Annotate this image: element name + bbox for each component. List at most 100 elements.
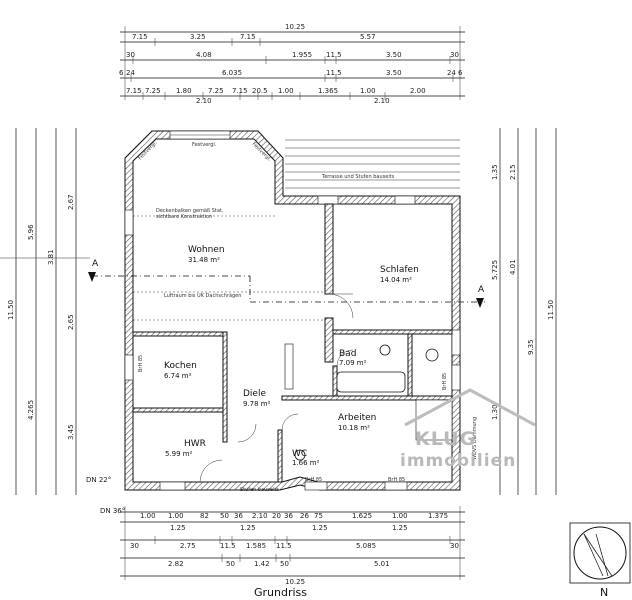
- dim-bot-r3-5: 11.5: [276, 542, 292, 550]
- dim-top-r4-6: 24: [447, 69, 456, 77]
- note-decken2: sichtbare Konstruktion: [156, 214, 212, 220]
- dim-top-r4-4: 11.5: [326, 69, 342, 77]
- dim-bot-r1-12: 1.00: [392, 512, 408, 520]
- dim-right-total: 11.50: [547, 300, 555, 320]
- dim-bot-r3-1: 30: [130, 542, 139, 550]
- note-luftraum: Luftraum bis UK Dachschrägen: [164, 293, 241, 299]
- top-dimensions: 10.25 7.15 3.25 7.15 5.57 30 4.08 1.955 …: [119, 23, 465, 105]
- dim-top-r5-10: 2.00: [410, 87, 426, 95]
- dim-bot-r3-7: 30: [450, 542, 459, 550]
- dim-top-r3-3: 1.955: [292, 51, 312, 59]
- room-wc-area: 1.66 m²: [292, 459, 320, 467]
- interior-walls: [132, 203, 453, 483]
- dim-bot-r1-4: 50: [220, 512, 229, 520]
- note-stufen: Stufen bauseits: [240, 487, 279, 493]
- note-brh-kochen: BrH 85: [138, 355, 144, 372]
- dim-bot-r1-9: 26: [300, 512, 309, 520]
- dim-right-b: 1.35: [491, 164, 499, 180]
- bath-fixtures: [284, 343, 453, 461]
- dim-bot-r2-2: 1.25: [240, 524, 256, 532]
- room-schlafen-name: Schlafen: [380, 265, 419, 275]
- note-brh-arb: BrH 85: [388, 477, 405, 483]
- dim-right-a: 4.01: [509, 259, 517, 275]
- dim-top-r3-1: 30: [126, 51, 135, 59]
- dim-top-r4-1: 6: [119, 69, 124, 77]
- section-a-right: A: [478, 285, 485, 295]
- dim-top-r2-4: 5.57: [360, 33, 376, 41]
- dim-top-r4-7: 6: [458, 69, 463, 77]
- dim-bot-r2-3: 1.25: [312, 524, 328, 532]
- section-arrow-left: [88, 272, 96, 282]
- windows: [124, 130, 461, 491]
- logo-watermark: KLUG immobilien: [400, 388, 536, 471]
- dim-top-r5-7: 1.00: [278, 87, 294, 95]
- dim-top-r3-4: 11.5: [326, 51, 342, 59]
- beam-lines: [133, 215, 325, 321]
- room-hwr-name: HWR: [184, 439, 206, 449]
- left-dimensions: 11.50 5.96 4.265 3.81 2.67 2.65 3.45: [7, 128, 77, 495]
- dim-left-d: 2.67: [67, 194, 75, 210]
- dim-left-b: 4.265: [27, 400, 35, 420]
- dim-bot-r4-3: 1.42: [254, 560, 270, 568]
- logo-line2: immobilien: [400, 451, 516, 471]
- dim-bot-total: 10.25: [285, 578, 305, 586]
- note-decken: Deckenbalken gemäß Stat.: [156, 208, 224, 214]
- dim-bot-r1-5: 36: [234, 512, 243, 520]
- dim-top-r3-5: 3.50: [386, 51, 402, 59]
- dim-bot-r4-4: 50: [280, 560, 289, 568]
- dim-bot-r4-5: 5.01: [374, 560, 390, 568]
- dim-left-total: 11.50: [7, 300, 15, 320]
- note-brh-wc: BrH 85: [305, 477, 322, 483]
- dim-top-r3-6: 30: [450, 51, 459, 59]
- room-kochen-name: Kochen: [164, 361, 197, 371]
- dim-bot-r1-8: 36: [284, 512, 293, 520]
- dim-right-d: 1.30: [491, 404, 499, 420]
- plan-title: Grundriss: [254, 586, 307, 599]
- dim-top-r5-5: 7.15: [232, 87, 248, 95]
- dim-bot-r1-10: 75: [314, 512, 323, 520]
- dim-bot-r4-1: 2.82: [168, 560, 184, 568]
- dim-top-r5-4: 7.25: [208, 87, 224, 95]
- doors: [199, 293, 354, 483]
- dim-bot-r1-11: 1.625: [352, 512, 372, 520]
- note-wdvs: WDVS Dämmung: [472, 417, 478, 460]
- dim-bot-r1-1: 1.00: [140, 512, 156, 520]
- terrace-note: Terrasse und Stufen bauseits: [321, 174, 395, 180]
- room-wohnen-area: 31.48 m²: [188, 256, 220, 264]
- room-kochen-area: 6.74 m²: [164, 372, 192, 380]
- section-lines: A A: [0, 257, 485, 308]
- dim-left-e: 2.65: [67, 314, 75, 330]
- note-festvergl-mid: Festvergl.: [192, 142, 217, 148]
- room-wc-name: WC: [292, 449, 307, 459]
- dim-bot-r3-2: 2.75: [180, 542, 196, 550]
- room-diele-name: Diele: [243, 389, 266, 399]
- dim-left-f: 3.45: [67, 424, 75, 440]
- dim-bot-r4-2: 50: [226, 560, 235, 568]
- room-bad-area: 7.09 m²: [339, 359, 367, 367]
- dim-right-sub: 5.725: [491, 260, 499, 280]
- room-arbeiten-name: Arbeiten: [338, 413, 376, 423]
- room-wohnen-name: Wohnen: [188, 245, 225, 255]
- room-schlafen-area: 14.04 m²: [380, 276, 412, 284]
- section-arrow-right: [476, 298, 484, 308]
- logo-line1: KLUG: [415, 428, 476, 450]
- room-arbeiten-area: 10.18 m²: [338, 424, 370, 432]
- dim-top-r5-6: 20.5: [252, 87, 268, 95]
- dim-bot-r1-2: 1.00: [168, 512, 184, 520]
- dim-bot-r1-6: 2.10: [252, 512, 268, 520]
- dim-top-r5-3: 1.80: [176, 87, 192, 95]
- note-dn36: DN 36°: [100, 507, 125, 515]
- dim-bot-r2-4: 1.25: [392, 524, 408, 532]
- dim-top-r4-2: 24: [126, 69, 135, 77]
- right-dimensions: 11.50 9.35 5.725 4.01 1.35 2.15 1.30: [491, 128, 557, 495]
- exterior-walls: [124, 130, 461, 491]
- dim-bot-r3-6: 5.085: [356, 542, 376, 550]
- dim-left-c: 3.81: [47, 249, 55, 265]
- dim-top-r5-2: 7.25: [145, 87, 161, 95]
- bottom-dimensions: 1.00 1.00 82 50 36 2.10 20 36 26 75 1.62…: [120, 506, 465, 586]
- dim-bot-r3-4: 1.585: [246, 542, 266, 550]
- room-diele-area: 9.78 m²: [243, 400, 271, 408]
- note-brh-bad: BrH 85: [442, 373, 448, 390]
- dim-bot-r1-3: 82: [200, 512, 209, 520]
- dim-bot-r1-7: 20: [272, 512, 281, 520]
